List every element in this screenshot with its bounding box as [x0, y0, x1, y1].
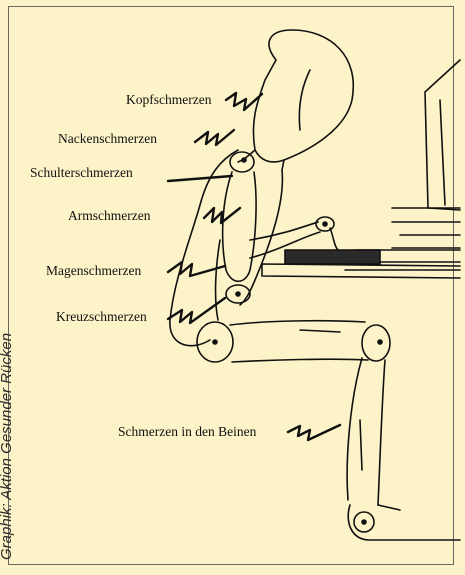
label-lowerback-pain: Kreuzschmerzen [56, 309, 147, 325]
image-credit: Graphik: Aktion Gesunder Rücken [0, 333, 15, 560]
computer-desk [262, 60, 460, 278]
label-neck-pain: Nackenschmerzen [58, 131, 157, 147]
label-head-pain: Kopfschmerzen [126, 92, 211, 108]
label-arm-pain: Armschmerzen [68, 208, 150, 224]
label-leg-pain: Schmerzen in den Beinen [118, 424, 256, 440]
mannequin-figure [170, 30, 460, 540]
label-stomach-pain: Magenschmerzen [46, 263, 141, 279]
label-shoulder-pain: Schulterschmerzen [30, 165, 133, 181]
